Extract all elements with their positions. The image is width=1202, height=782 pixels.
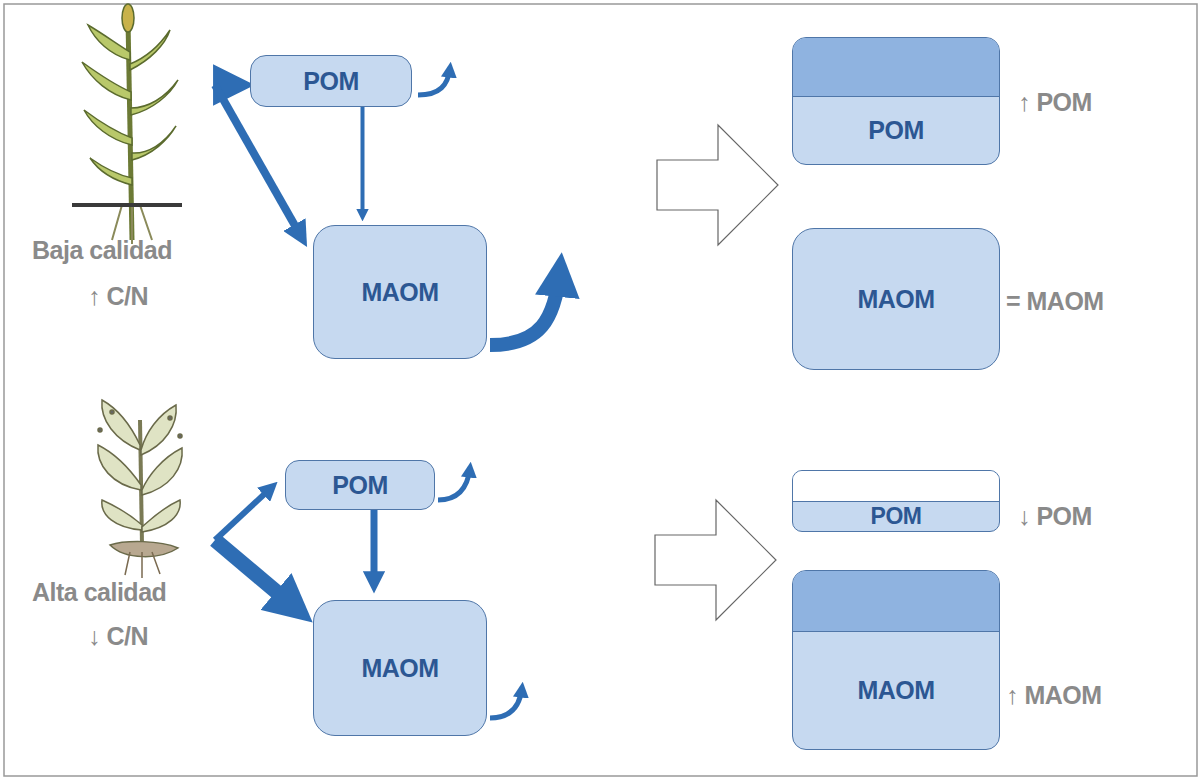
transition-arrow	[655, 500, 776, 620]
frame	[4, 4, 1197, 776]
pool-box: POM	[250, 55, 412, 107]
pool-change-band	[793, 38, 999, 97]
pool-name: MAOM	[857, 676, 934, 705]
annotation-label: ↑ C/N	[88, 282, 148, 311]
pool-name: POM	[871, 503, 922, 530]
annotation-label: = MAOM	[1006, 287, 1104, 316]
pool-name: POM	[332, 471, 387, 500]
flow-arrow	[371, 510, 378, 585]
pool-box: MAOM	[792, 228, 1000, 370]
annotation-label: ↑ MAOM	[1006, 681, 1102, 710]
annotation-label: Baja calidad	[32, 236, 172, 265]
pool-change-band	[793, 571, 999, 632]
annotation-label: Alta calidad	[32, 578, 166, 607]
pool-name: MAOM	[857, 285, 934, 314]
annotation-label: ↑ POM	[1018, 88, 1092, 117]
ground-line	[72, 203, 182, 207]
transition-arrow	[657, 125, 778, 245]
legume-plant	[98, 400, 182, 578]
pool-name: POM	[303, 67, 358, 96]
pool-name: MAOM	[361, 278, 438, 307]
pool-box: POM	[285, 460, 435, 510]
pool-name: MAOM	[361, 654, 438, 683]
pool-box: MAOM	[313, 225, 487, 359]
result-pool-box: POM	[792, 37, 1000, 165]
result-pool-box: MAOM	[792, 570, 1000, 750]
flow-arrow	[361, 107, 365, 216]
pool-box: MAOM	[313, 600, 487, 736]
input-arrows	[215, 85, 302, 610]
pool-change-band	[793, 471, 999, 502]
result-pool-box: POM	[792, 470, 1000, 532]
annotation-label: ↓ POM	[1018, 502, 1092, 531]
pool-name: POM	[868, 116, 923, 145]
annotation-label: ↓ C/N	[88, 622, 148, 651]
maize-plant	[82, 4, 178, 244]
